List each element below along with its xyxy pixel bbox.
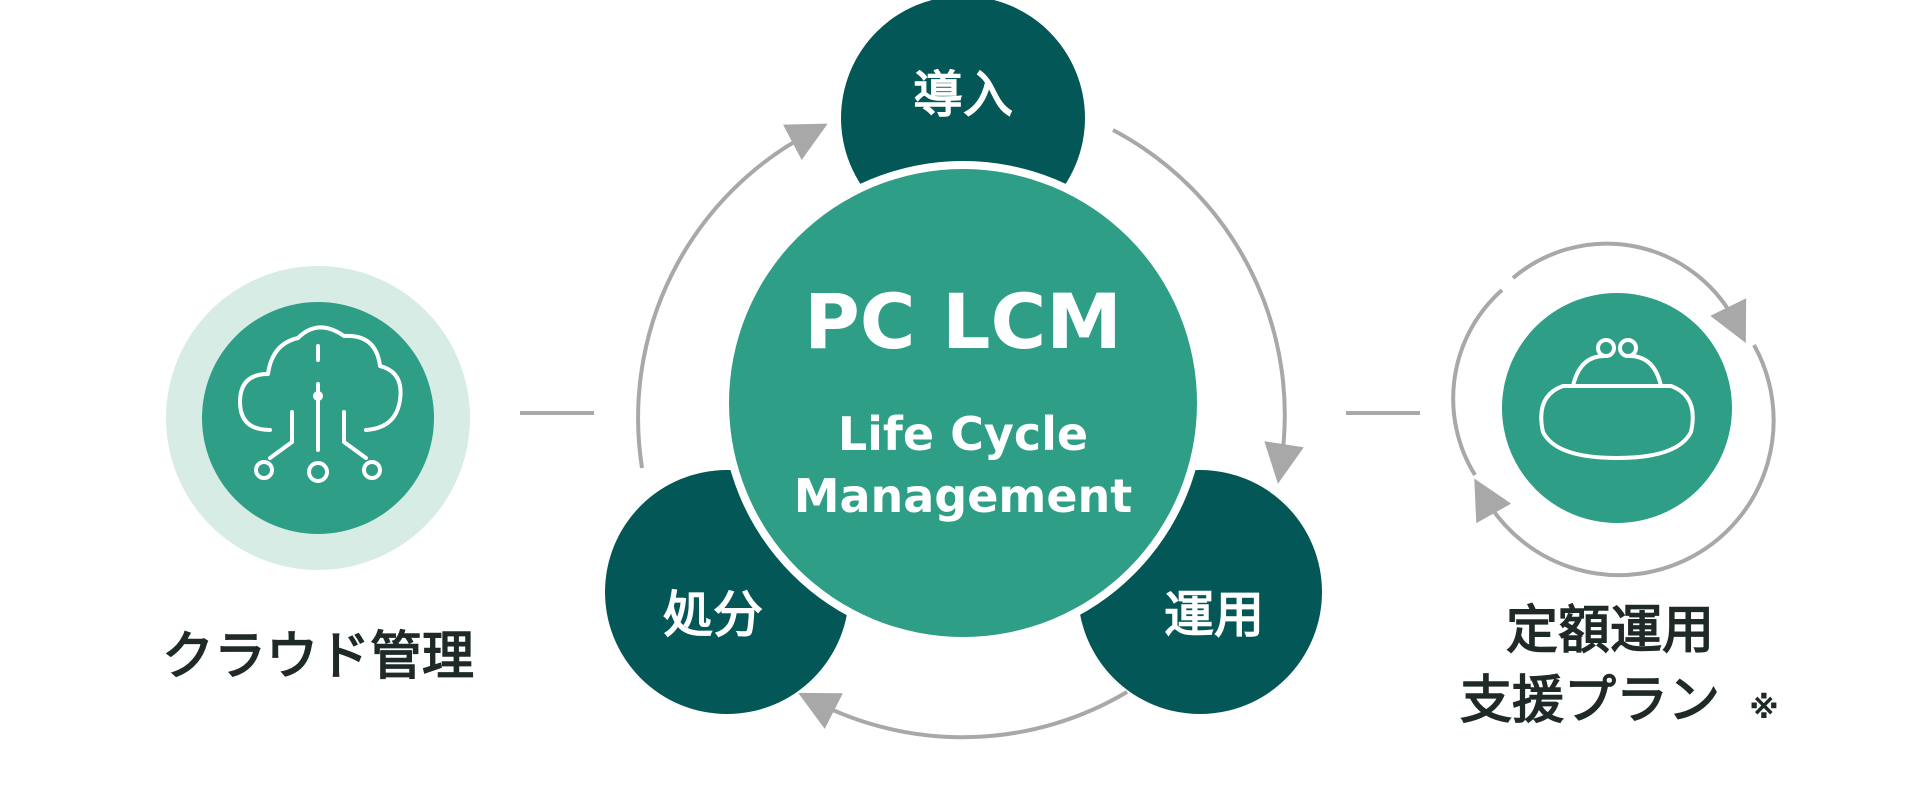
plan-cycle-arrow-right [1474, 344, 1776, 578]
plan-note-mark: ※ [1749, 691, 1778, 726]
disposal-phase-label: 処分 [663, 586, 763, 644]
center-subtitle-line2: Management [794, 469, 1133, 523]
plan-feature-circle [1502, 293, 1732, 523]
cycle-arrow-disposal-to-introduction [636, 123, 828, 469]
plan-label-line2: 支援プラン [1460, 671, 1720, 731]
plan-cycle-arc-left [1451, 288, 1504, 477]
cloud-management-label: クラウド管理 [162, 627, 474, 687]
introduction-phase-label: 導入 [913, 66, 1013, 124]
cycle-arrow-operation-to-disposal [798, 690, 1129, 740]
cycle-arrow-introduction-to-operation [1112, 128, 1304, 484]
center-title: PC LCM [804, 277, 1122, 366]
operation-phase-label: 運用 [1164, 586, 1264, 644]
center-circle [729, 169, 1197, 637]
cloud-network-icon [238, 325, 403, 483]
plan-cycle-arrow-top [1511, 241, 1747, 343]
coin-purse-icon [1539, 338, 1695, 460]
plan-label-line1: 定額運用 [1506, 601, 1714, 661]
center-subtitle-line1: Life Cycle [838, 407, 1088, 461]
